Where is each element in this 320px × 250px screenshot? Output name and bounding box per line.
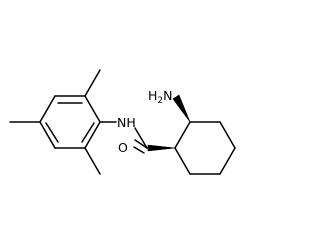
carbonyl-double-bond [133, 146, 145, 154]
methyl-groups [9, 69, 101, 175]
amide-nh-label: NH [117, 115, 136, 130]
stereo-wedge-c1 [147, 144, 176, 152]
ring-bond [174, 121, 191, 149]
ring-bond [84, 121, 101, 149]
methyl-bond-top [84, 69, 101, 97]
cyclohexane-ring [174, 121, 236, 175]
ring-double-bond [81, 122, 95, 143]
mesityl-ring [39, 95, 101, 149]
structure-diagram: NH O H2N [9, 69, 236, 175]
ring-bond [219, 121, 236, 149]
ring-bond [39, 121, 56, 149]
amine-label: H2N [148, 88, 173, 106]
stereo-wedge-c2 [172, 94, 191, 123]
ring-bond [84, 95, 101, 123]
ring-bond [219, 147, 236, 175]
amine-n-label: N [163, 88, 172, 103]
ring-bond [174, 147, 191, 175]
ring-double-bond [45, 122, 59, 143]
methyl-bond-bottom [84, 147, 101, 175]
ring-bond [39, 95, 56, 123]
nh-carbonyl-bond [134, 127, 148, 149]
amine-subscript-label: 2 [157, 96, 163, 106]
amine-h-label: H [148, 88, 157, 103]
carbonyl-oxygen-label: O [118, 140, 128, 155]
carbonyl-double-bond [134, 139, 148, 149]
